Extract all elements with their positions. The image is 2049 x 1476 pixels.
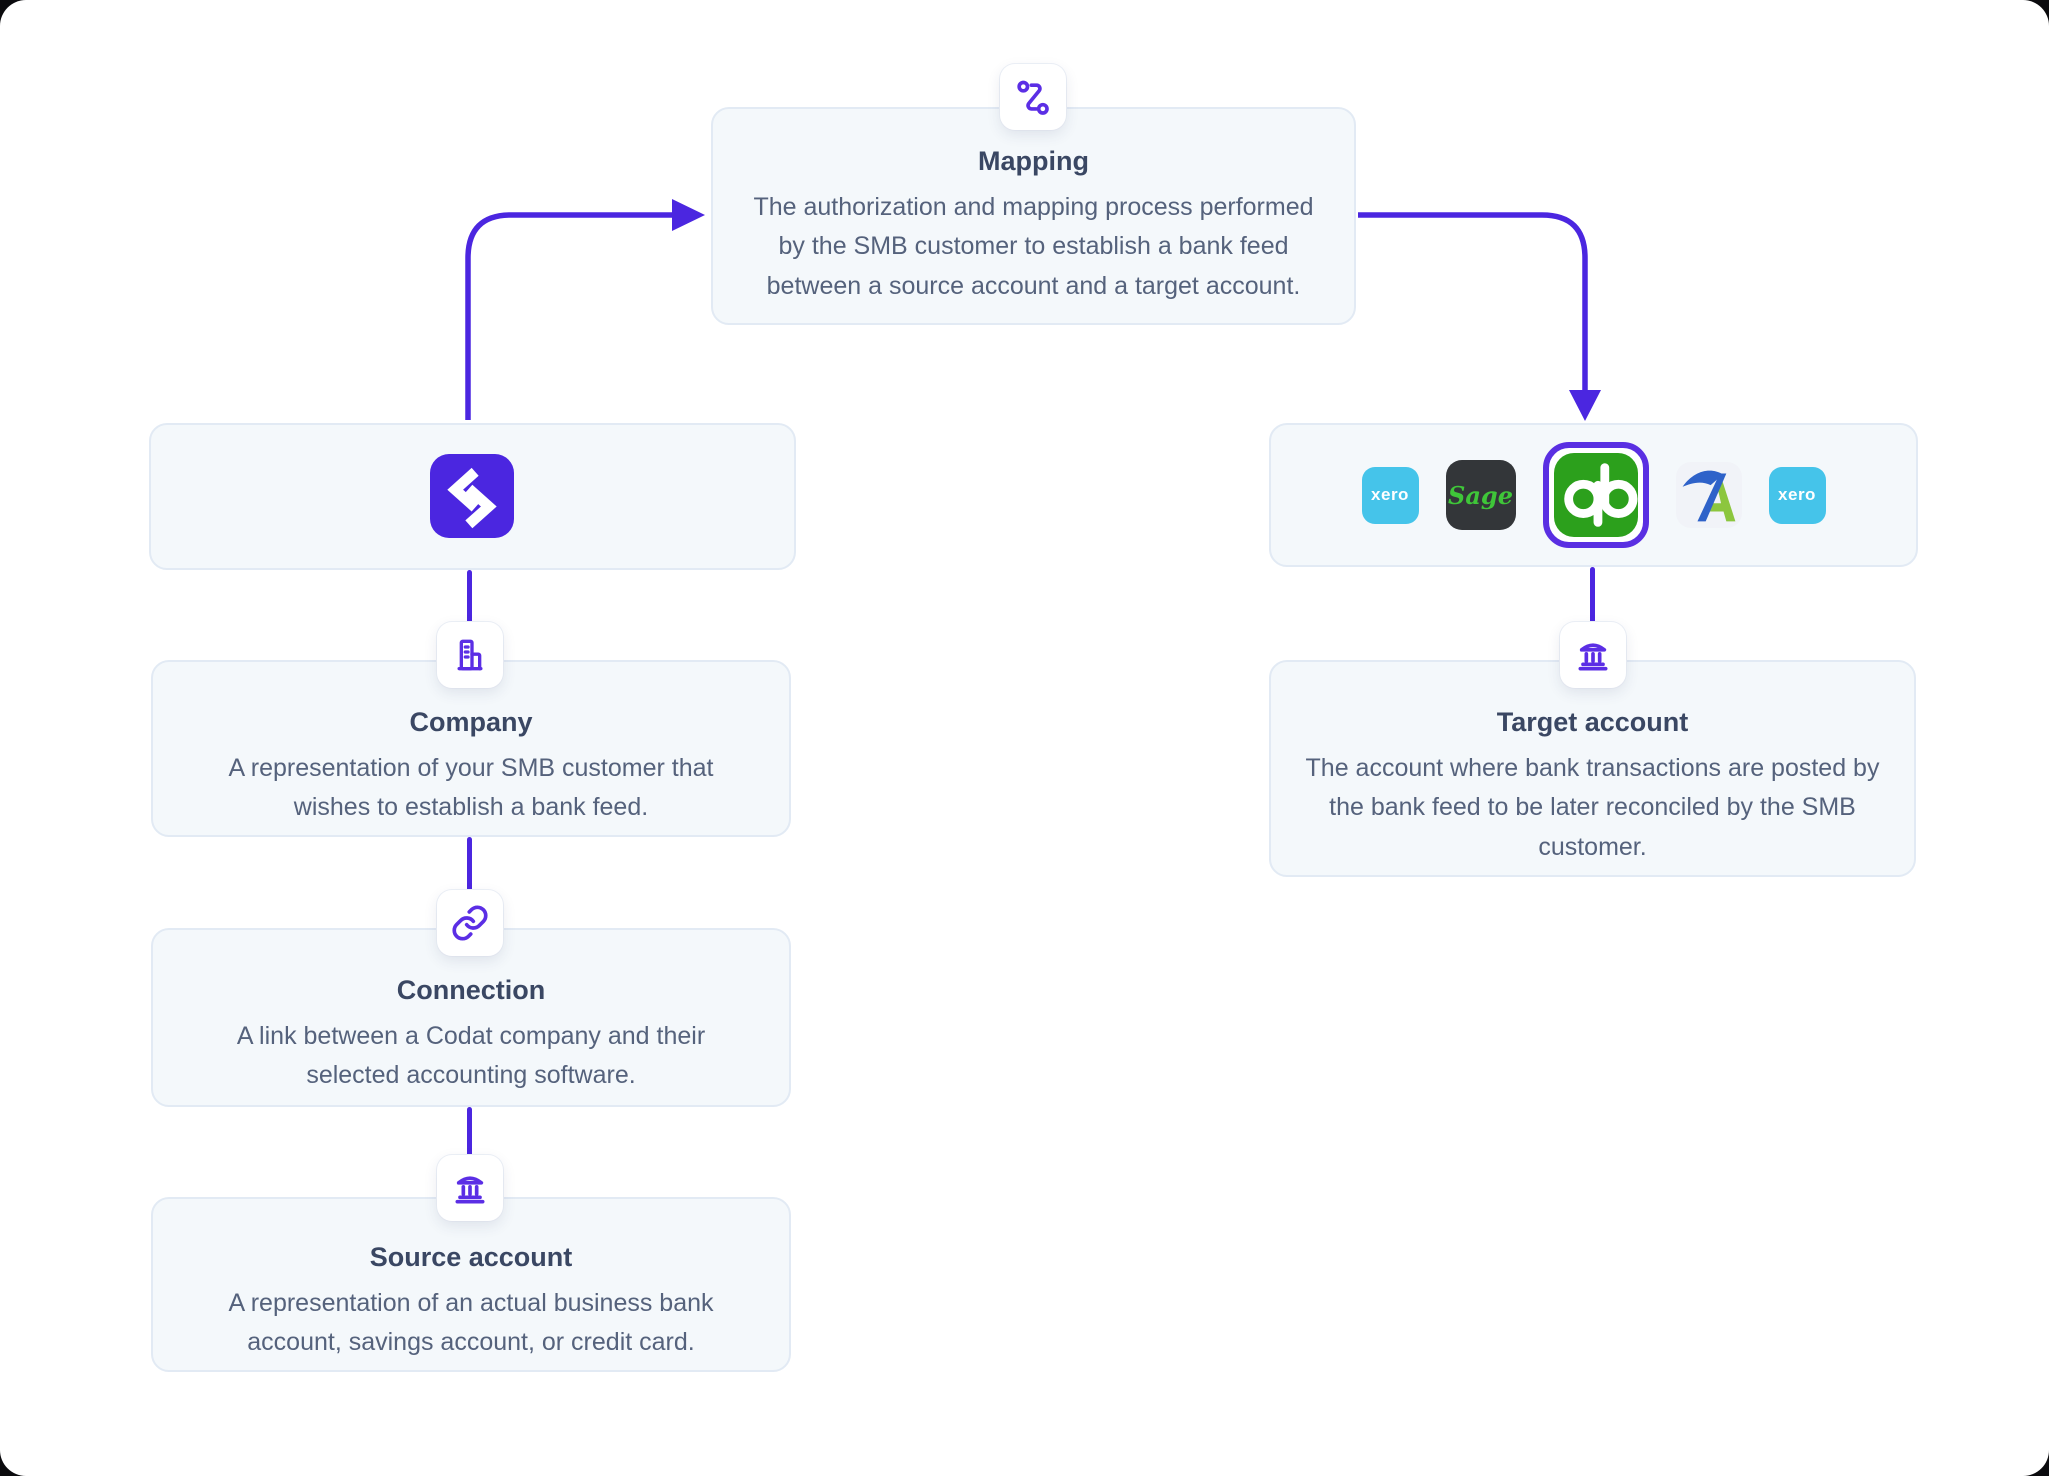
bank-icon — [1578, 643, 1608, 671]
node-source-account: Source account A representation of an ac… — [151, 1197, 791, 1372]
source-account-icon-card — [437, 1155, 503, 1221]
company-description: A representation of your SMB customer th… — [228, 753, 714, 822]
sage-logo-label: Sage — [1448, 480, 1513, 510]
xero-logo-label: xero — [1778, 485, 1816, 504]
target-account-title: Target account — [1496, 707, 1689, 737]
arrow-company-to-mapping — [465, 199, 705, 420]
freeagent-a-icon — [1682, 470, 1735, 522]
connection-description: A link between a Codat company and their… — [236, 1021, 706, 1090]
link-icon — [452, 905, 488, 941]
arrow-mapping-to-software — [1358, 212, 1601, 421]
quickbooks-selected-ring — [1542, 442, 1649, 548]
node-target-account: Target account The account where bank tr… — [1269, 660, 1916, 877]
connection-title: Connection — [396, 975, 546, 1005]
codat-chevrons-icon — [447, 467, 497, 529]
freeagent-logo — [1675, 462, 1742, 528]
connector-software-to-target — [1590, 567, 1595, 626]
target-account-description: The account where bank transactions are … — [1305, 753, 1880, 861]
company-icon-card — [437, 622, 503, 688]
bank-icon — [455, 1176, 485, 1204]
mapping-icon-card — [1000, 64, 1066, 130]
building-icon — [457, 639, 483, 671]
sage-logo: Sage — [1445, 460, 1516, 530]
connector-company-to-connection — [467, 837, 472, 894]
software-logo-row: xero Sage xero — [1269, 423, 1918, 567]
xero-logo: xero — [1361, 466, 1419, 524]
source-account-description: A representation of an actual business b… — [228, 1288, 714, 1357]
target-account-icon-card — [1560, 622, 1626, 688]
connection-icon-card — [437, 890, 503, 956]
xero-logo: xero — [1768, 466, 1826, 524]
node-mapping: Mapping The authorization and mapping pr… — [711, 107, 1356, 325]
mapping-title: Mapping — [978, 146, 1089, 176]
route-icon — [1017, 80, 1049, 115]
company-title: Company — [409, 707, 533, 737]
codat-logo — [430, 454, 514, 538]
connector-codat-to-company — [467, 570, 472, 626]
node-company: Company A representation of your SMB cus… — [151, 660, 791, 837]
xero-logo-label: xero — [1371, 485, 1409, 504]
connector-connection-to-source — [467, 1107, 472, 1159]
source-account-title: Source account — [369, 1242, 573, 1272]
mapping-description: The authorization and mapping process pe… — [753, 192, 1314, 300]
node-connection: Connection A link between a Codat compan… — [151, 928, 791, 1107]
quickbooks-qb-icon — [1563, 463, 1638, 527]
quickbooks-logo — [1553, 453, 1638, 537]
